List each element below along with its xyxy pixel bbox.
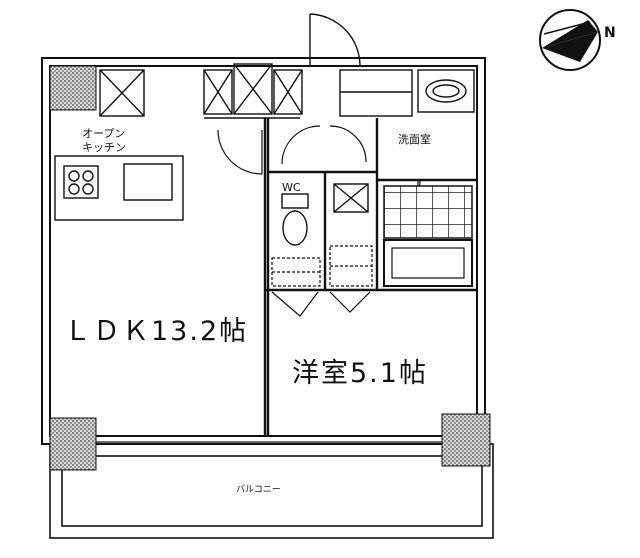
toilet: [281, 193, 309, 246]
compass-icon: [539, 9, 601, 71]
column-bottom-left: [49, 417, 97, 471]
room-label-kitchen-2: キッチン: [82, 141, 126, 154]
kitchen-unit: [54, 69, 184, 221]
compass-north-label: N: [604, 25, 616, 41]
bathroom-tiles: [383, 185, 473, 239]
stove-burners: [63, 165, 99, 199]
washbasin: [417, 69, 475, 113]
ventilation-unit: [333, 183, 369, 213]
closet-shelves: [271, 245, 373, 287]
bathtub: [383, 239, 473, 287]
balcony-outline: [49, 443, 494, 539]
entrance-door: [309, 13, 413, 117]
room-label-western-room: 洋室5.1帖: [292, 358, 428, 389]
bathtub-inner: [391, 247, 465, 279]
storage-units-top: [203, 63, 303, 119]
interior-walls: [263, 118, 477, 436]
room-label-balcony: バルコニー: [236, 485, 281, 495]
column-top-left: [49, 65, 97, 111]
room-label-wc: WC: [282, 181, 301, 194]
room-label-washroom: 洗面室: [398, 133, 431, 146]
room-label-ldk: ＬＤＫ13.2帖: [64, 316, 249, 347]
column-bottom-right: [441, 413, 491, 467]
room-label-kitchen-1: オープン: [82, 127, 126, 140]
